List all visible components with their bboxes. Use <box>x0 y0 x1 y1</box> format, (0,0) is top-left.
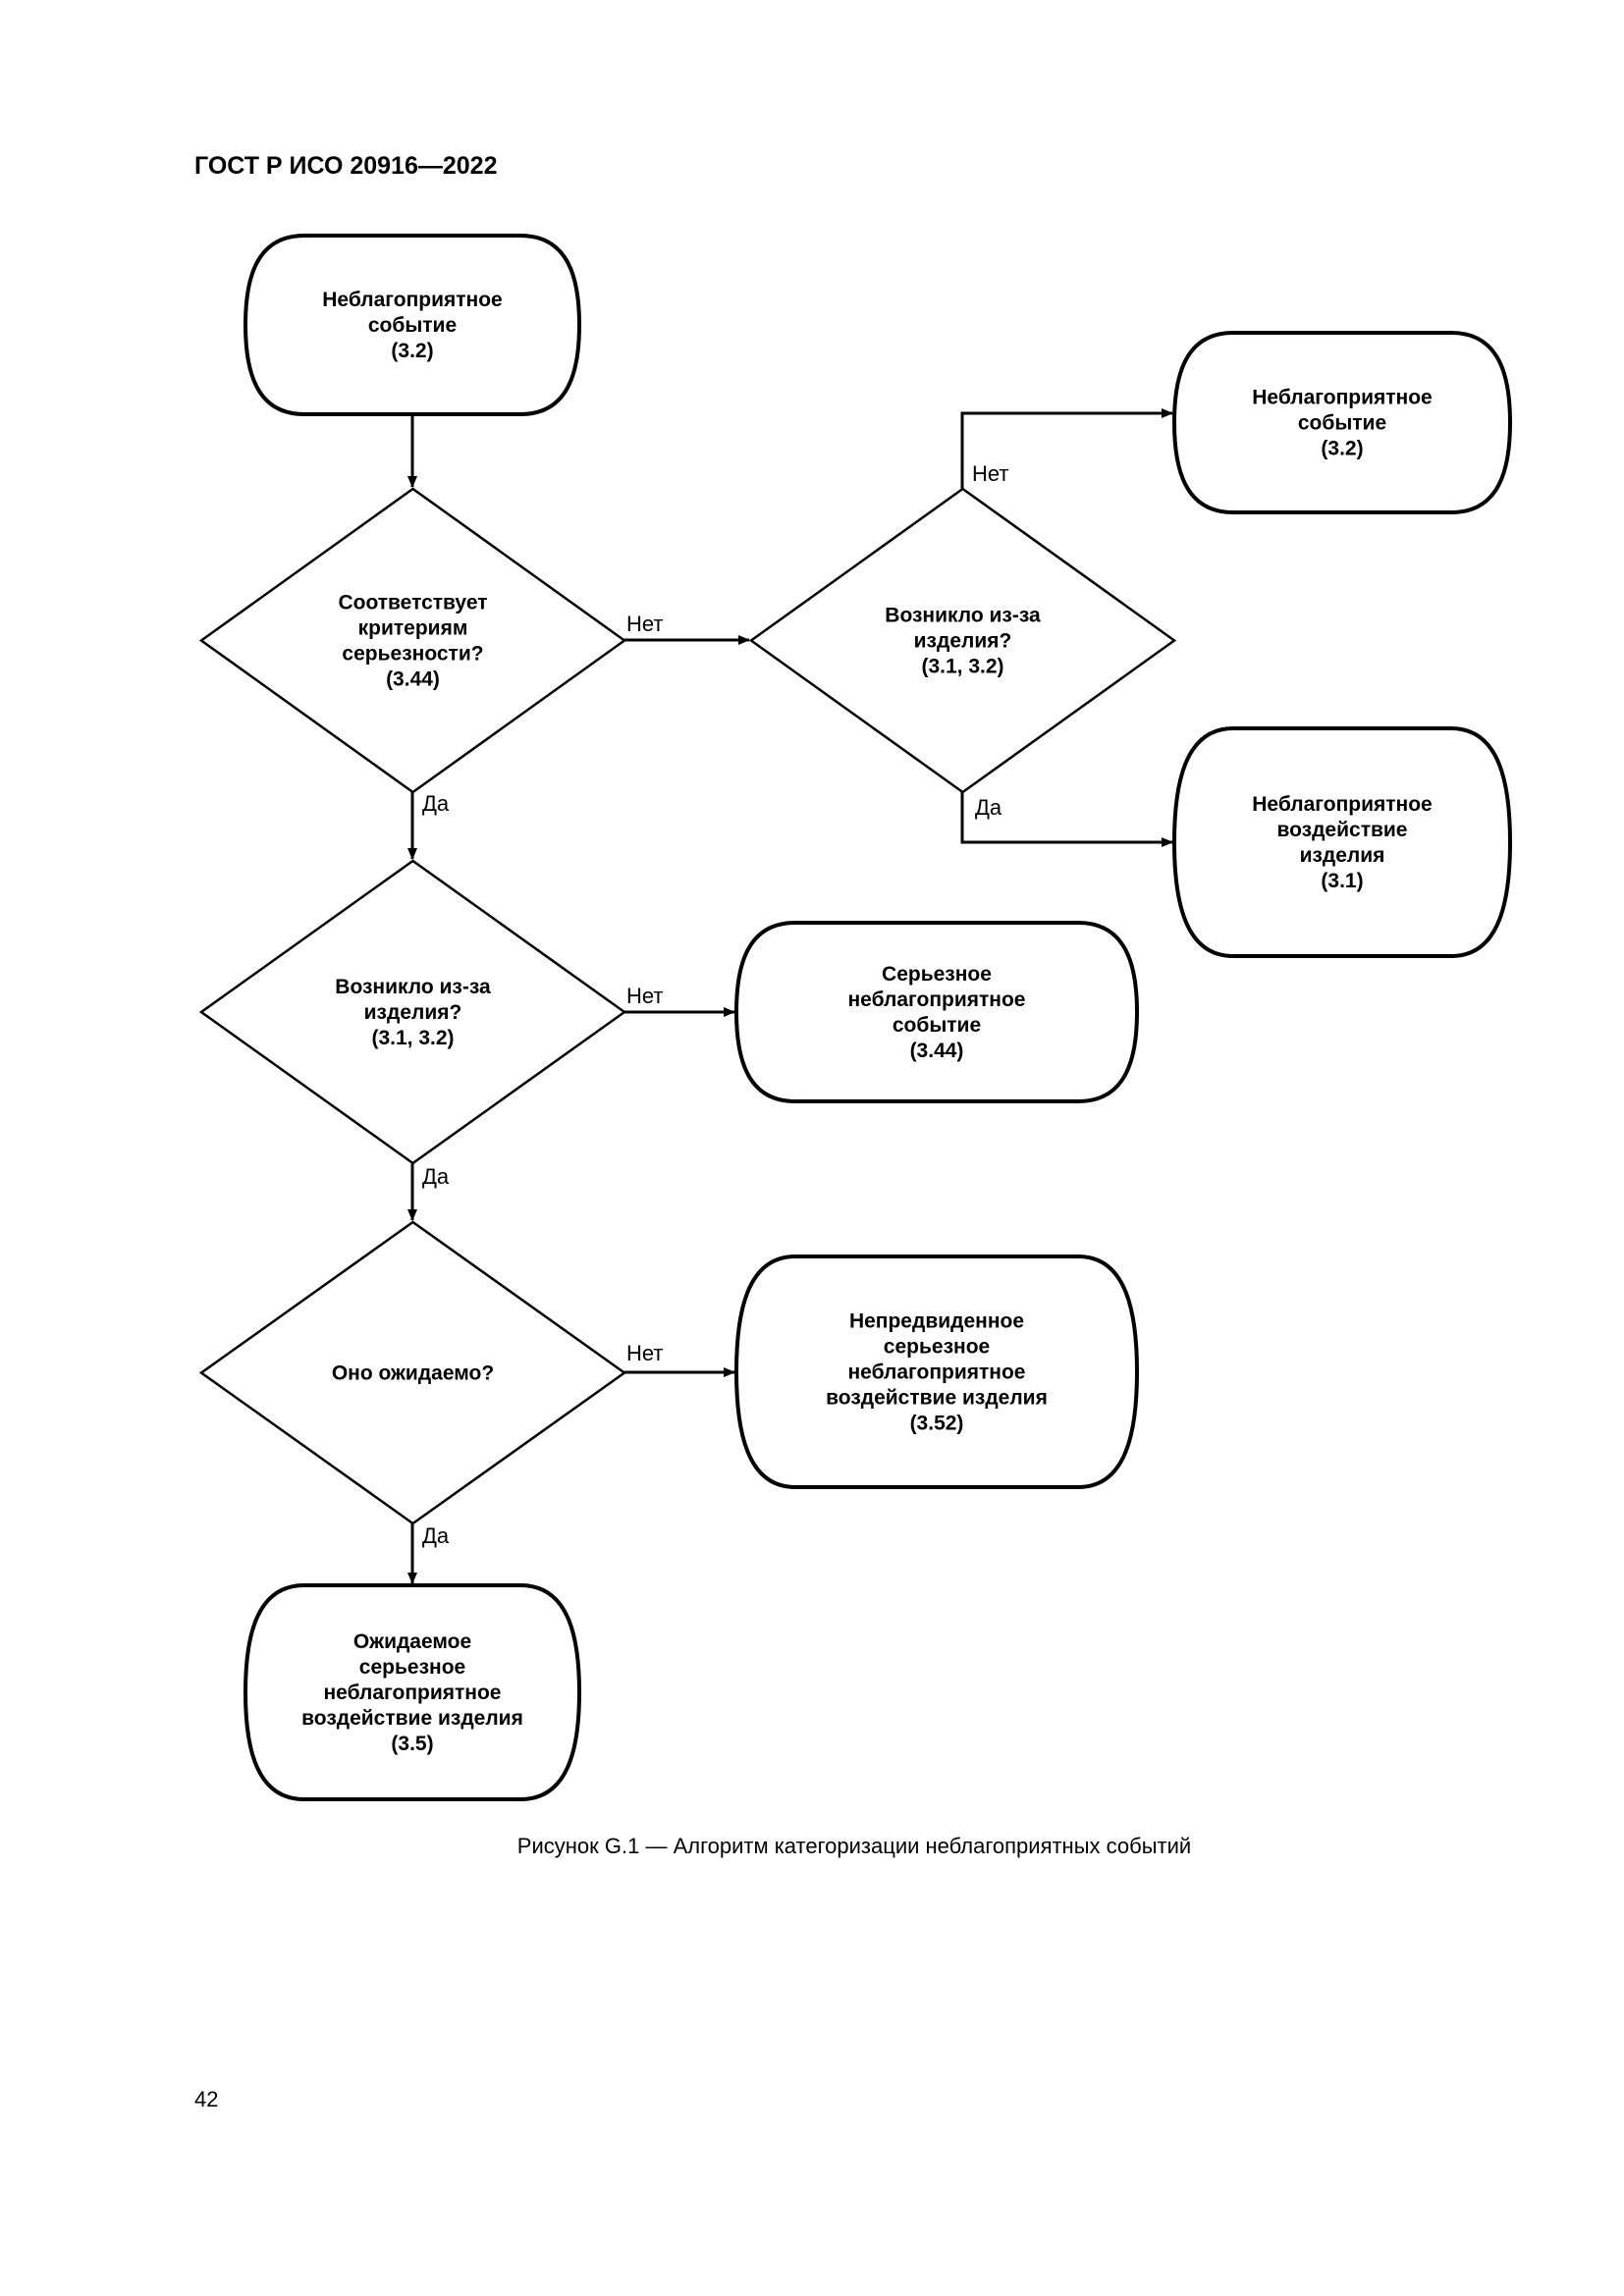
edge-label-yes: Да <box>422 1523 450 1548</box>
terminal-box <box>1171 331 1513 514</box>
node-text-line: неблагоприятное <box>847 988 1025 1011</box>
decision-diamond <box>748 487 1177 794</box>
decision-diamond <box>198 1220 627 1525</box>
terminal-box <box>1171 726 1513 958</box>
node-text-line: серьезности? <box>342 643 483 666</box>
edge-label-no: Нет <box>972 461 1008 486</box>
node-text-line: Соответствует <box>338 592 487 614</box>
edge-label-no: Нет <box>626 984 663 1008</box>
edge-label-no: Нет <box>626 1341 663 1365</box>
connectors <box>407 408 1173 1584</box>
node-text-line: Непредвиденное <box>849 1310 1024 1333</box>
node-text-line: Серьезное <box>882 963 992 986</box>
node-text-line: Оно ожидаемо? <box>332 1362 494 1385</box>
edge-label-yes: Да <box>422 791 450 816</box>
figure-caption: Рисунок G.1 — Алгоритм категоризации неб… <box>517 1834 1191 1858</box>
node-text-line: (3.5) <box>391 1733 433 1755</box>
node-text-line: неблагоприятное <box>847 1362 1025 1384</box>
node-text-line: воздействие изделия <box>301 1707 523 1730</box>
edge-label-yes: Да <box>975 795 1002 820</box>
decision-diamond <box>198 859 627 1165</box>
node-text-line: (3.1) <box>1321 870 1363 892</box>
arrow-right-no <box>960 408 1173 489</box>
terminal-end-ade: Неблагоприятное воздействие изделия (3.1) <box>1171 726 1513 958</box>
terminal-end-asade: Ожидаемое серьезное неблагоприятное воздейс… <box>243 1583 582 1801</box>
terminal-box <box>733 1255 1140 1489</box>
node-text-line: воздействие <box>1276 819 1407 841</box>
node-text-line: (3.2) <box>1321 438 1363 460</box>
terminal-box <box>733 921 1140 1103</box>
page-number: 42 <box>194 2087 218 2111</box>
node-text-line: серьезное <box>359 1656 465 1679</box>
node-text-line: (3.2) <box>391 340 433 362</box>
arrow-right-yes <box>960 792 1173 847</box>
node-text-line: событие <box>893 1014 981 1037</box>
decision-q-serious: Соответствует критериям серьезности?(3.44) <box>198 487 627 794</box>
edge-label-no: Нет <box>626 612 663 636</box>
node-text-line: (3.1, 3.2) <box>371 1027 454 1049</box>
node-text-line: (3.1, 3.2) <box>921 656 1003 678</box>
decision-diamond <box>198 487 627 794</box>
node-text-line: изделия? <box>364 1001 462 1024</box>
node-text-line: изделия? <box>914 630 1012 653</box>
terminal-box <box>243 1583 582 1801</box>
terminal-end-ae: Неблагоприятное событие (3.2) <box>1171 331 1513 514</box>
decision-q-product-right: Возникло из-за изделия? (3.1, 3.2) <box>748 487 1177 794</box>
node-text-line: (3.44) <box>910 1040 964 1062</box>
node-text-line: критериям <box>358 617 468 640</box>
node-text-line: серьезное <box>884 1336 990 1359</box>
node-text-line: Неблагоприятное <box>1252 387 1432 409</box>
document-header: ГОСТ Р ИСО 20916—2022 <box>194 152 497 180</box>
terminal-box <box>243 234 582 416</box>
node-text-line: изделия <box>1300 844 1385 867</box>
node-text-line: (3.52) <box>910 1413 964 1435</box>
decision-q-expected: Оно ожидаемо? <box>198 1220 627 1525</box>
terminal-start: Неблагоприятное событие (3.2) <box>243 234 582 416</box>
node-text-line: событие <box>1298 412 1386 435</box>
node-text-line: Возникло из-за <box>335 976 491 998</box>
edge-label-yes: Да <box>422 1164 450 1189</box>
node-text-line: неблагоприятное <box>323 1682 501 1704</box>
node-text-line: Ожидаемое <box>353 1630 471 1653</box>
node-text-line: Неблагоприятное <box>1252 793 1432 816</box>
node-text-line: Возникло из-за <box>885 605 1041 627</box>
node-text-line: воздействие изделия <box>826 1387 1048 1410</box>
terminal-end-usade: Непредвиденное серьезное неблагоприятное во… <box>733 1255 1140 1489</box>
decision-q-product: Возникло из-за изделия? (3.1, 3.2) <box>198 859 627 1165</box>
node-text-line: событие <box>368 314 457 337</box>
node-text-line: (3.44) <box>386 668 440 691</box>
node-text-line: Неблагоприятное <box>322 289 502 311</box>
